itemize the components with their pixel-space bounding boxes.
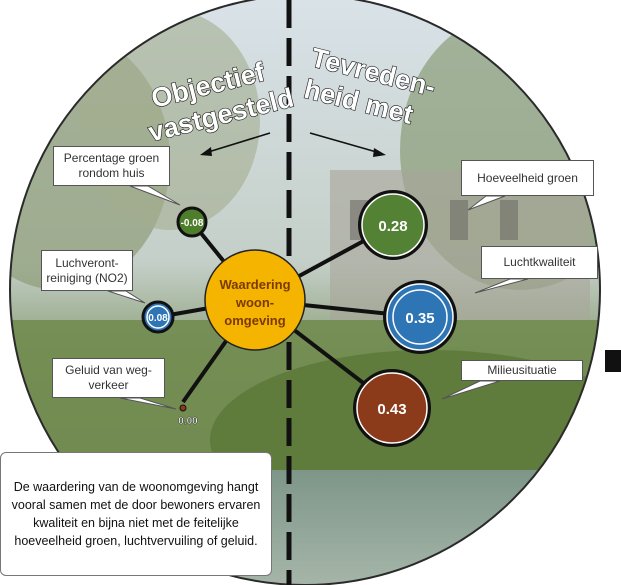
tail-groen-objectief [129,185,181,206]
center-label-line-1: Waardering [219,277,290,292]
summary-text: De waardering van de woonomgeving hangt … [11,480,261,548]
node-groen-objectief [176,206,208,238]
left-header-arrowhead [200,147,212,156]
value-groen-objectief: -0.08 [181,218,204,229]
callout-lucht-objectief-line-1: Luchveront- [55,255,119,270]
callout-geluid-objectief-line-1: Geluid van weg- [65,363,152,377]
tail-lucht-tevredenheid [474,278,529,294]
callout-geluid-objectief: Geluid van weg-verkeer [52,358,165,398]
node-lucht-tevredenheid [386,283,454,351]
node-lucht-objectief-ring [146,305,170,329]
tail-geluid-objectief [119,397,177,410]
node-groen-tevredenheid [361,193,425,257]
callout-groen-tevredenheid-text: Hoeveelheid groen [477,170,578,185]
callout-lucht-objectief: Luchveront-reiniging (NO2) [41,250,133,291]
value-milieu-tevredenheid: 0.43 [377,401,406,418]
callout-milieu-tevredenheid-text: Milieusituatie [487,363,557,377]
left-header-arrow [204,132,271,154]
outer-circle-border [9,0,601,585]
tail-milieu-tevredenheid [441,380,501,400]
value-groen-tevredenheid: 0.28 [378,218,407,235]
edge-marker [605,350,621,372]
callout-groen-tevredenheid: Hoeveelheid groen [461,160,594,196]
value-geluid-objectief: 0.00 [178,416,198,427]
node-geluid-objectief [179,404,187,412]
callout-milieu-tevredenheid: Milieusituatie [461,360,583,381]
right-header-arrowhead [373,148,386,157]
callout-lucht-tevredenheid: Luchtkwaliteit [481,246,598,279]
value-lucht-objectief: 0.08 [148,313,168,324]
tail-groen-tevredenheid [467,195,506,211]
summary-textbox: De waardering van de woonomgeving hangt … [0,452,272,576]
node-lucht-tevredenheid-inner [392,289,448,345]
node-milieu-tevredenheid [356,372,428,444]
callout-groen-objectief-line-2: rondom huis [78,166,145,180]
tail-lucht-objectief [107,290,146,304]
callout-lucht-objectief-line-2: reiniging (NO2) [46,270,128,285]
center-label-line-3: omgeving [224,313,285,328]
center-label-line-2: woon- [235,295,274,310]
callout-geluid-objectief-line-2: verkeer [88,378,129,392]
center-node [204,249,306,351]
callout-lucht-tevredenheid-text: Luchtkwaliteit [503,255,576,269]
callout-groen-objectief-line-1: Percentage groen [63,151,160,165]
value-lucht-tevredenheid: 0.35 [405,310,434,327]
right-header-arrow [309,132,381,154]
